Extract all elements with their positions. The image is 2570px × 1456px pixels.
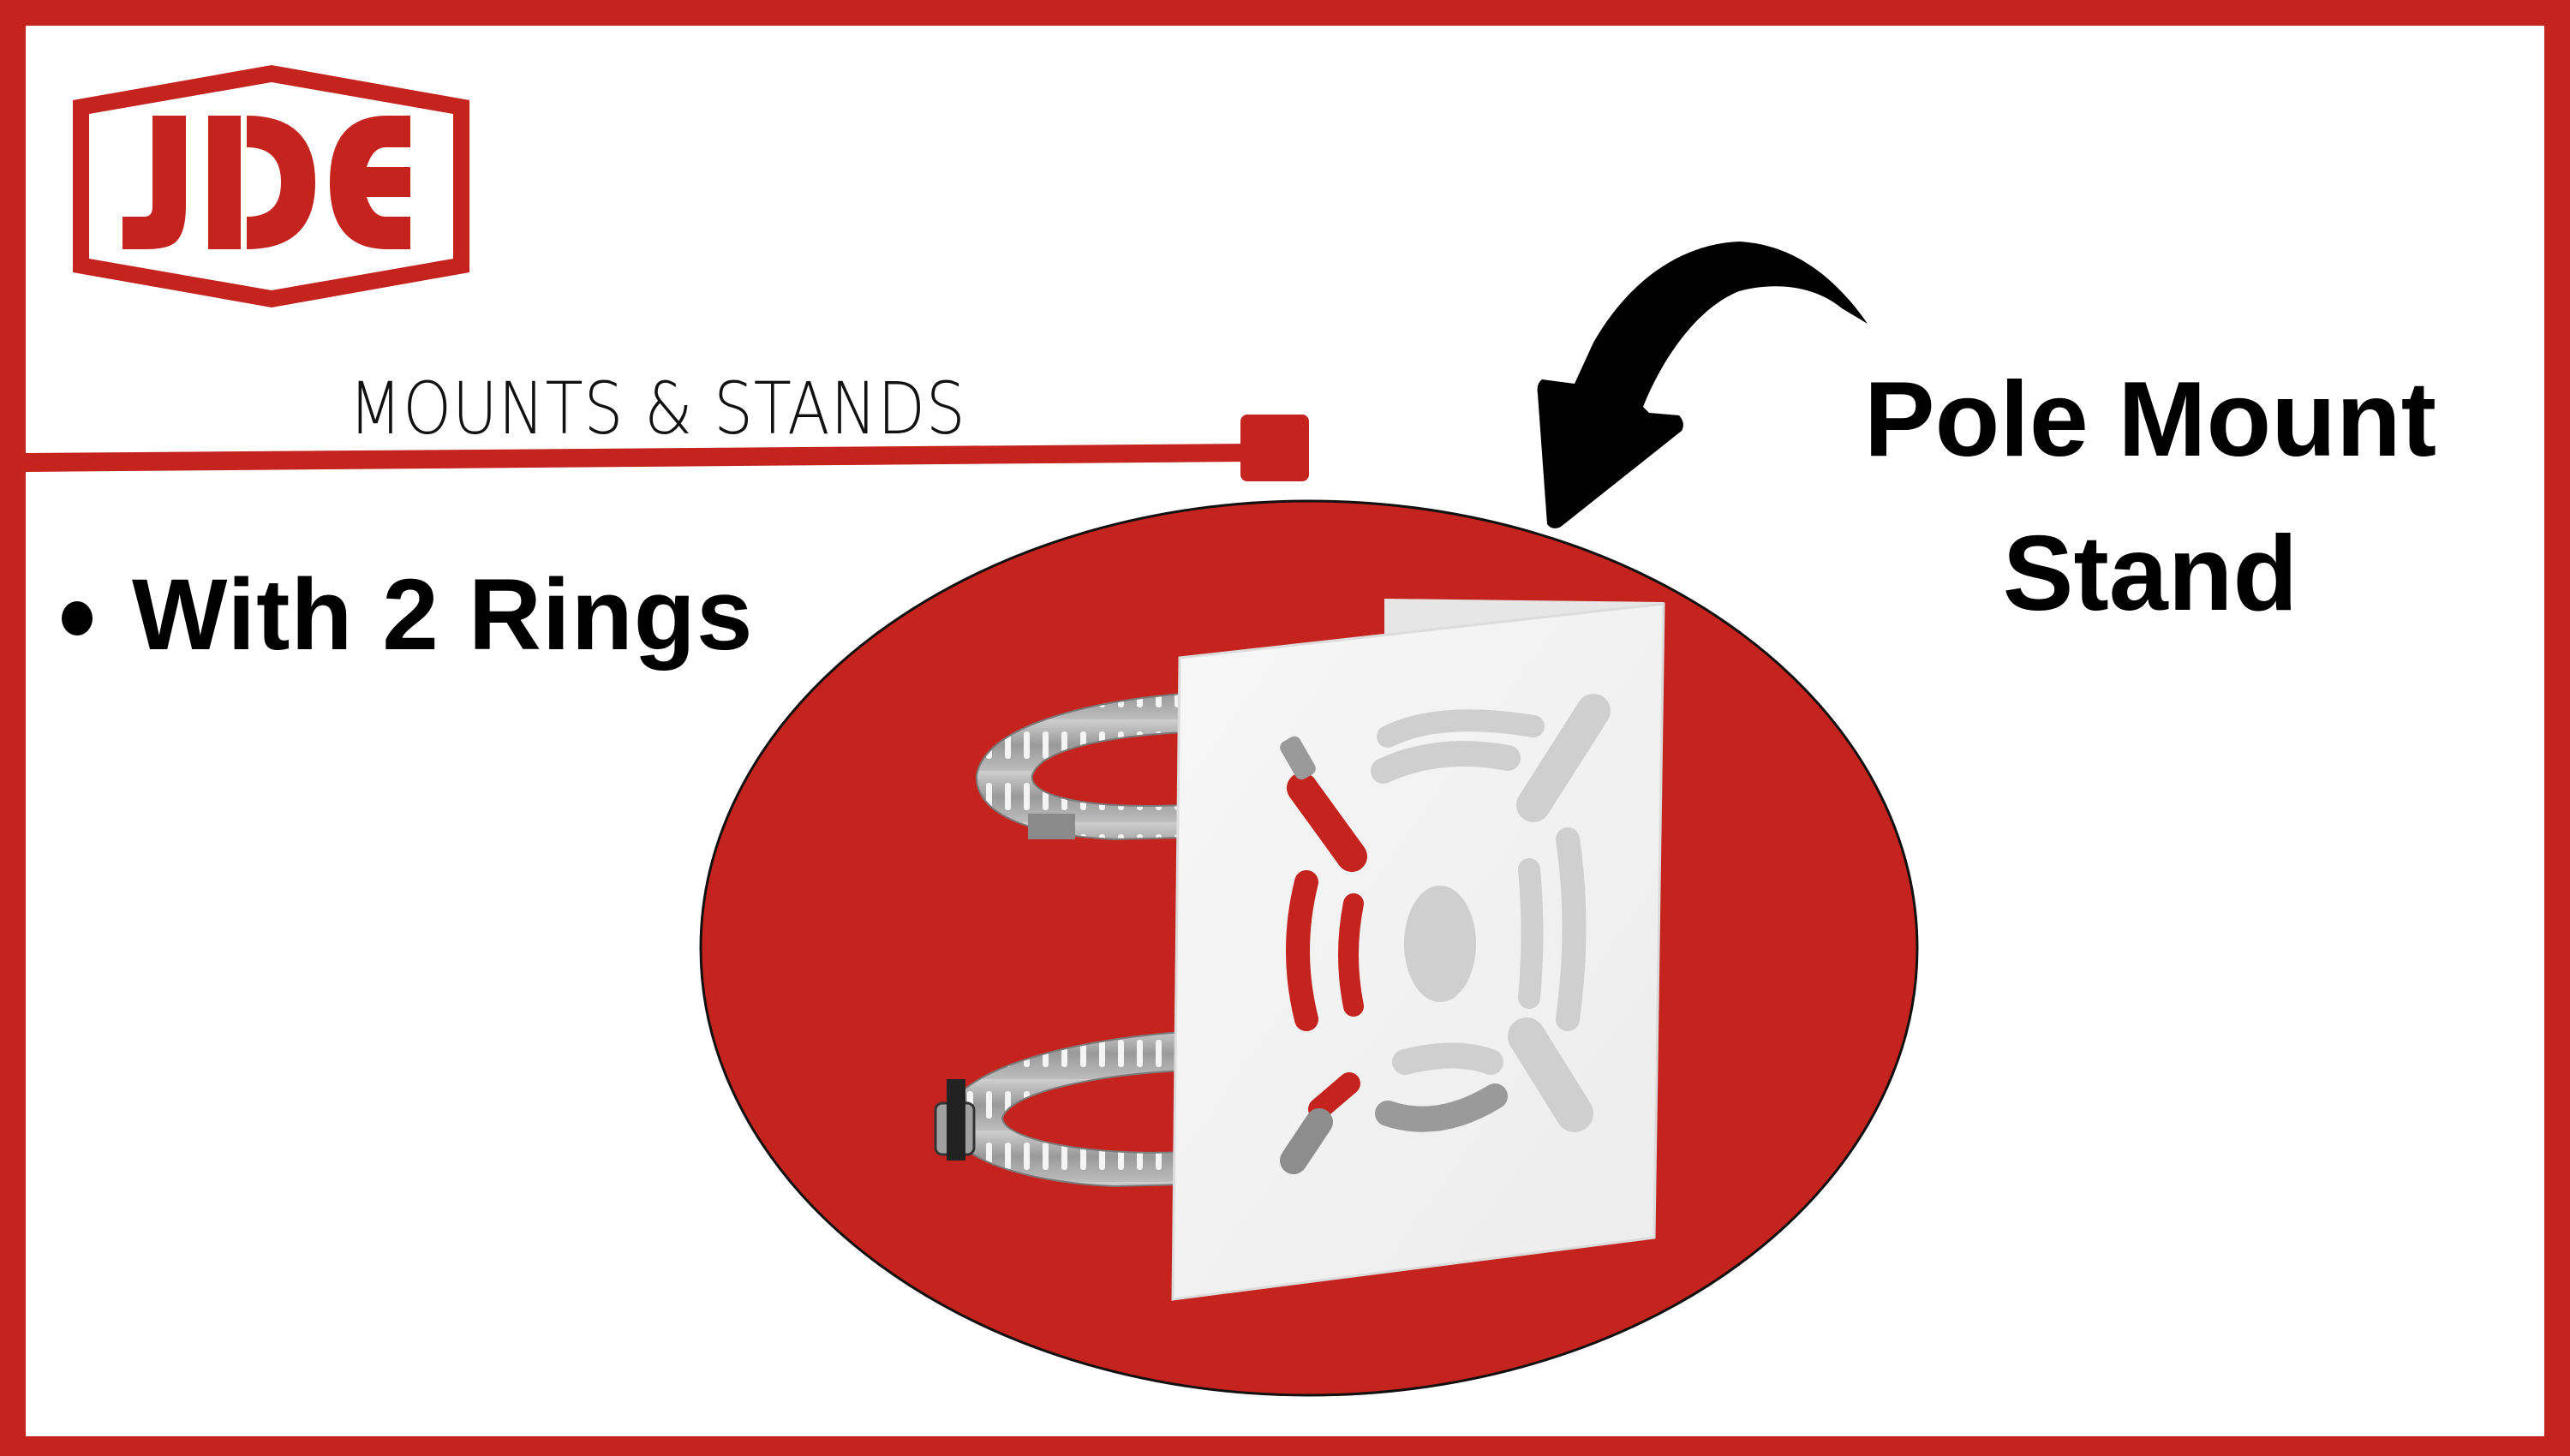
pole-mount-image (934, 599, 1665, 1301)
product-title-line-2: Stand (2002, 515, 2298, 633)
product-title-line-1: Pole Mount (1863, 361, 2437, 479)
header-divider-line (26, 444, 1251, 472)
feature-list-item: With 2 Rings (62, 557, 753, 673)
feature-label: With 2 Rings (132, 558, 754, 671)
bullet-icon (62, 601, 93, 636)
curved-arrow-icon (1537, 242, 1868, 528)
jde-logo (73, 65, 469, 307)
divider-end-square (1240, 415, 1309, 481)
product-title: Pole Mount Stand (1816, 343, 2484, 651)
category-heading: MOUNTS & STANDS (349, 367, 966, 451)
